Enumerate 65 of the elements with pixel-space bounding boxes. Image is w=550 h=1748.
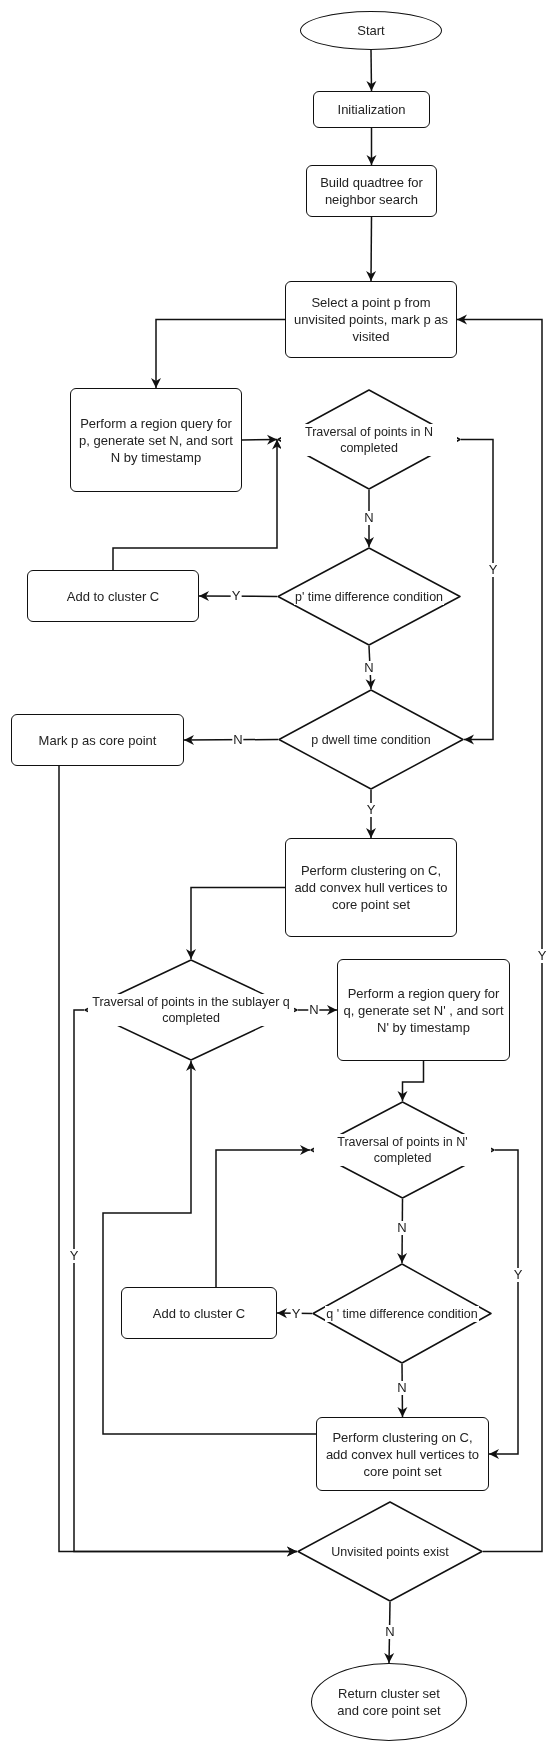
node-text: Add to cluster C	[66, 587, 160, 605]
edge-label: Y	[512, 1268, 524, 1282]
arrow	[488, 1149, 519, 1459]
decision-diamond	[84, 959, 298, 1061]
decision-diamond	[297, 1501, 483, 1602]
edge-label: Y	[290, 1306, 302, 1321]
arrow	[456, 314, 543, 1553]
arrow	[112, 438, 282, 571]
edge-label: N	[363, 511, 375, 525]
process-box	[316, 1417, 489, 1491]
arrow	[198, 591, 278, 602]
decision-diamond	[312, 1263, 492, 1364]
edge-label: Y	[68, 1249, 80, 1263]
node-text: Traversal of points in the sublayer q completed	[88, 994, 294, 1026]
process-box	[285, 281, 457, 358]
edge-label: Y	[365, 803, 377, 817]
edge-label: N	[232, 732, 244, 747]
node-text: Add to cluster C	[152, 1304, 246, 1322]
arrow	[215, 1145, 311, 1288]
arrow	[186, 886, 286, 960]
node-text: Perform a region query for p, generate set N, and sort N by timestamp	[78, 414, 234, 466]
process-box	[70, 388, 242, 492]
arrow	[366, 49, 377, 92]
node-text: Perform clustering on C, add convex hull vertices to core point set	[293, 862, 449, 913]
arrow	[241, 434, 278, 445]
process-box	[11, 714, 184, 766]
process-box	[337, 959, 510, 1061]
node-text: Return cluster set and core point set	[336, 1685, 442, 1719]
edge-label: Y	[487, 563, 499, 577]
edge-label: Y	[536, 949, 548, 963]
node-text: Traversal of points in N completed	[281, 423, 457, 456]
arrow	[460, 438, 494, 745]
arrow	[397, 1198, 408, 1264]
decision-diamond	[310, 1101, 495, 1199]
arrow	[183, 734, 279, 745]
arrow	[366, 216, 377, 282]
node-text: Build quadtree for neighbor search	[319, 174, 424, 208]
arrow	[73, 1009, 298, 1557]
decision-diamond	[278, 689, 464, 790]
node-text: Initialization	[337, 101, 406, 118]
process-box	[27, 570, 199, 622]
node-text: Select a point p from unvisited points, mark p as visited	[293, 294, 449, 345]
node-text: Traversal of points in N' completed	[314, 1134, 491, 1166]
arrow	[397, 1060, 425, 1102]
edge-label: N	[396, 1221, 408, 1235]
edge-label: Y	[230, 589, 242, 603]
process-box	[285, 838, 457, 937]
decision-diamond	[277, 389, 461, 490]
node-text: Mark p as core point	[38, 731, 157, 749]
arrow	[366, 127, 377, 166]
arrow	[102, 1060, 317, 1435]
arrow	[384, 1601, 395, 1664]
process-box	[313, 91, 430, 128]
process-box	[121, 1287, 277, 1339]
edge-label: N	[384, 1625, 396, 1639]
arrow	[364, 489, 374, 548]
edge-label: N	[308, 1003, 320, 1017]
node-text: Perform a region query for q, generate set N' , and sort N' by timestamp	[342, 984, 505, 1036]
arrow	[151, 318, 286, 389]
node-text: Start	[357, 22, 385, 39]
process-box	[306, 165, 437, 217]
edge-label: N	[396, 1381, 408, 1395]
node-text: Perform clustering on C, add convex hull vertices to core point set	[324, 1428, 481, 1480]
edge-label: N	[363, 661, 375, 675]
decision-diamond	[277, 547, 461, 646]
